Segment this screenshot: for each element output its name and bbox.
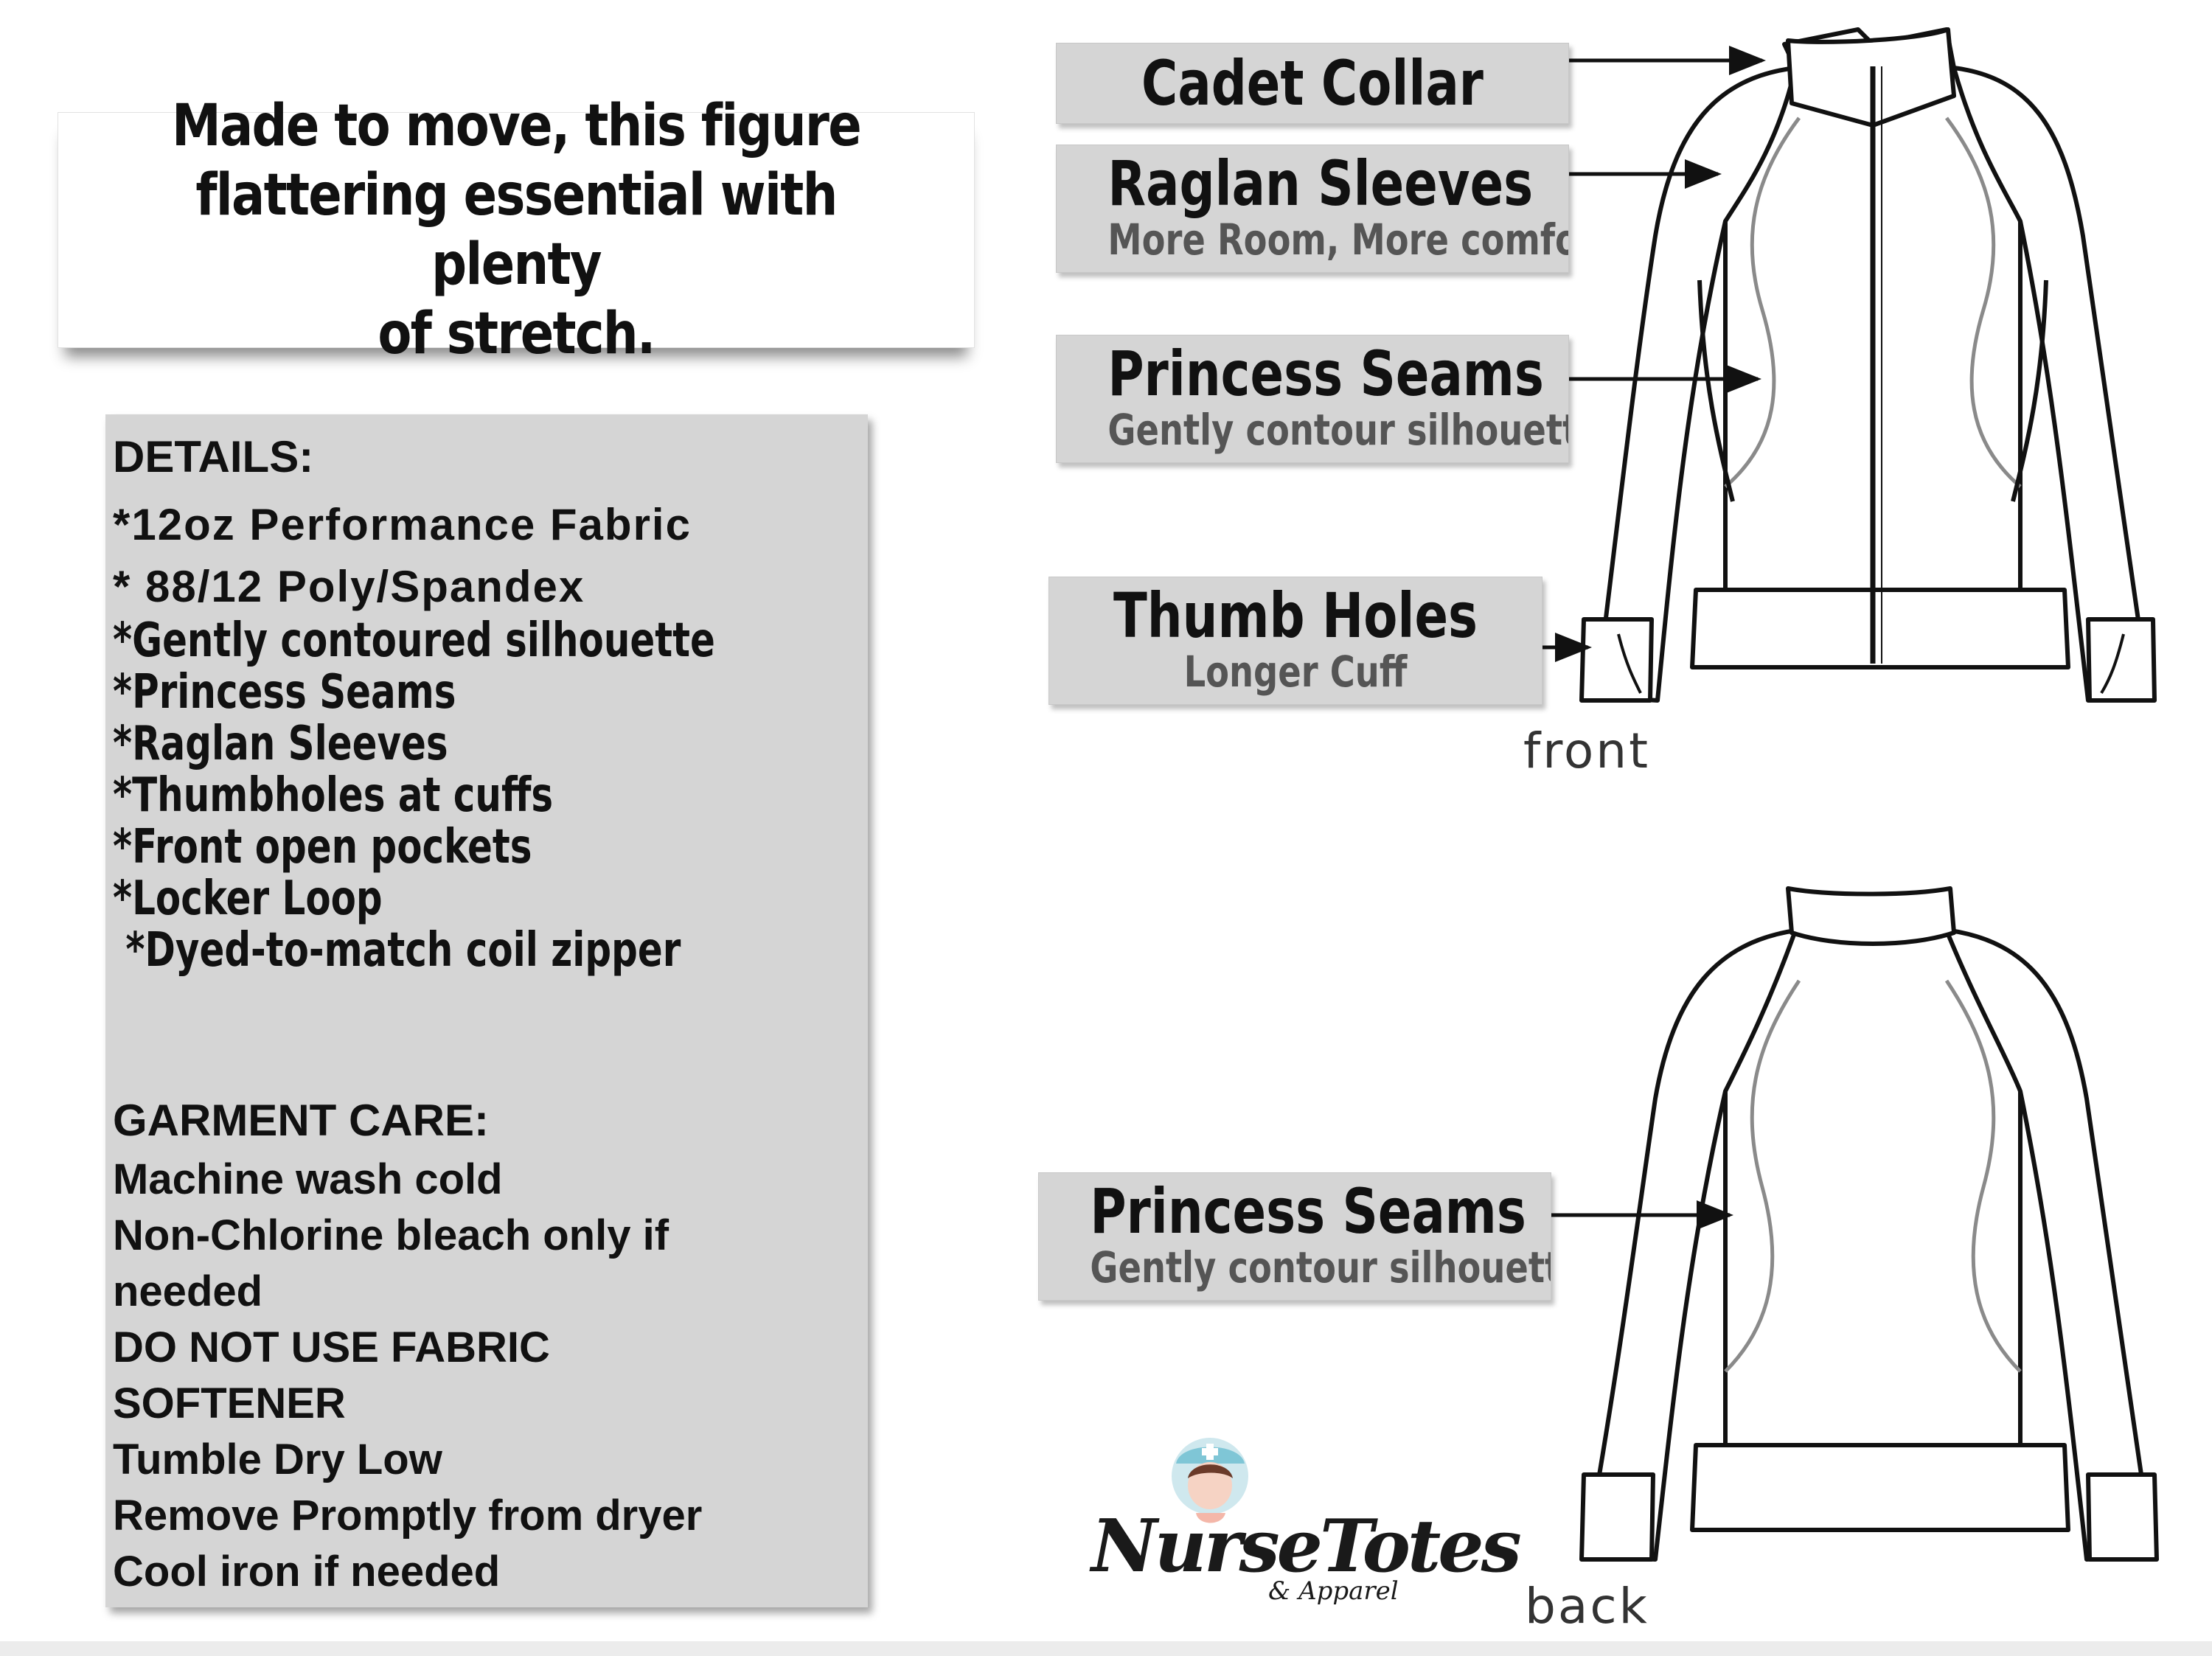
headline-text: Made to move, this figure flattering ess… [122, 91, 910, 369]
detail-bold-item: *12oz Performance Fabric [113, 500, 692, 549]
detail-item: *Locker Loop [113, 872, 383, 926]
callout-subtitle: Longer Cuff [1183, 647, 1408, 697]
front-view-label: front [1523, 723, 1651, 779]
callout-princess-seams-back: Princess Seams Gently contour silhouette [1038, 1172, 1551, 1301]
details-heading: DETAILS: [113, 432, 314, 481]
headline-card: Made to move, this figure flattering ess… [58, 93, 975, 367]
headline-line: Made to move, this figure [171, 93, 862, 159]
care-item: DO NOT USE FABRIC SOFTENER [113, 1323, 550, 1427]
back-view-label: back [1525, 1578, 1649, 1635]
callout-title: Princess Seams [1107, 338, 1544, 410]
care-item: Cool iron if needed [113, 1548, 501, 1596]
logo-tagline: & Apparel [1268, 1576, 1399, 1606]
care-item: Tumble Dry Low [113, 1436, 442, 1483]
care-item: Remove Promptly from dryer [113, 1492, 703, 1540]
callout-princess-seams-front: Princess Seams Gently contour silhouette [1056, 335, 1569, 463]
logo-nurse-icon [1172, 1438, 1248, 1523]
callout-subtitle: Gently contour silhouette [1107, 405, 1569, 455]
detail-item: *Raglan Sleeves [113, 717, 448, 771]
logo-wordmark: NurseTotes [1091, 1504, 1522, 1589]
care-item: Machine wash cold [113, 1155, 503, 1203]
bottom-strip [0, 1641, 2212, 1656]
callout-thumb-holes: Thumb Holes Longer Cuff [1048, 577, 1543, 705]
front-left-sleeve [1584, 65, 1792, 697]
headline-line: flattering essential with plenty [195, 162, 838, 298]
callout-title: Thumb Holes [1113, 580, 1478, 652]
detail-item: *Thumbholes at cuffs [113, 768, 554, 823]
care-heading: GARMENT CARE: [113, 1096, 489, 1145]
callout-title: Raglan Sleeves [1107, 147, 1534, 220]
detail-item: *Dyed-to-match coil zipper [113, 923, 681, 978]
details-content: DETAILS: *12oz Performance Fabric * 88/1… [113, 431, 860, 1600]
detail-bold-item: * 88/12 Poly/Spandex [113, 562, 585, 611]
callout-cadet-collar: Cadet Collar [1056, 43, 1569, 124]
jacket-back-drawing [1579, 886, 2159, 1562]
headline-line: of stretch. [378, 301, 655, 367]
jacket-front-drawing [1579, 27, 2157, 703]
detail-item: *Princess Seams [113, 665, 456, 720]
care-item: Non-Chlorine bleach only if needed [113, 1211, 669, 1315]
callout-raglan-sleeves: Raglan Sleeves More Room, More comfort [1056, 145, 1569, 273]
detail-item: *Gently contoured silhouette [113, 613, 715, 668]
details-panel: DETAILS: *12oz Performance Fabric * 88/1… [105, 414, 868, 1607]
callout-subtitle: Gently contour silhouette [1090, 1242, 1551, 1293]
callout-title: Princess Seams [1090, 1175, 1526, 1248]
detail-item: *Front open pockets [113, 820, 532, 874]
callout-subtitle: More Room, More comfort [1107, 215, 1569, 265]
callout-title: Cadet Collar [1141, 47, 1484, 119]
